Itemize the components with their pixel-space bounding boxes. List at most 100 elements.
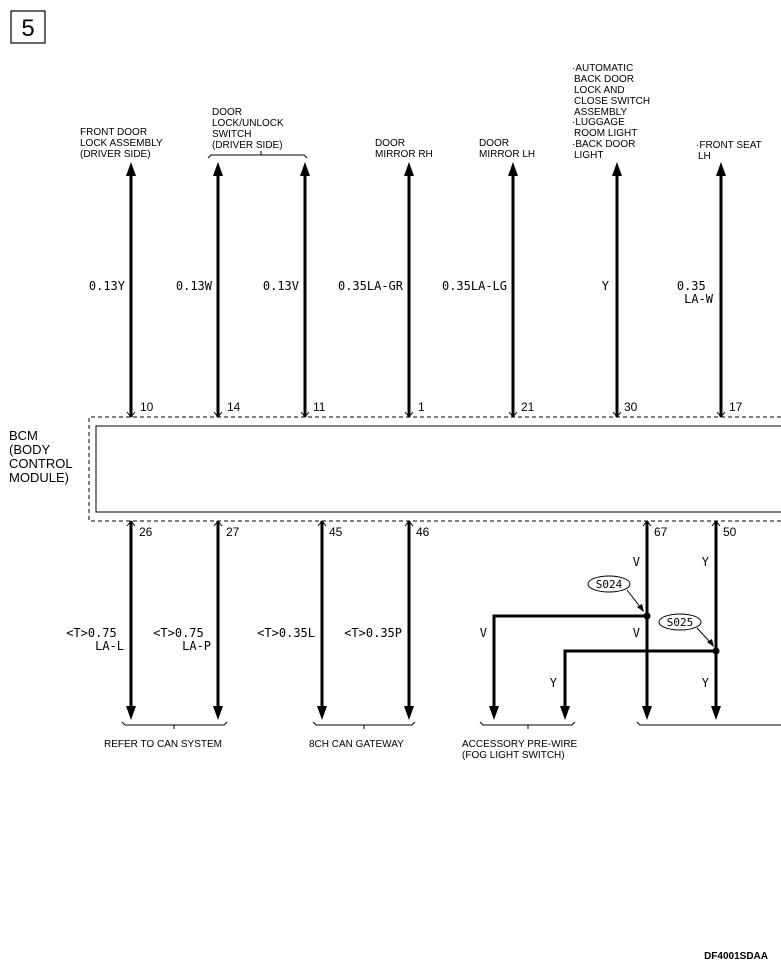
terminal-mark	[404, 520, 414, 527]
bcm-inner-box	[95, 425, 781, 513]
dest-label-back-door: ·AUTOMATIC BACK DOOR LOCK AND CLOSE SWIT…	[572, 63, 653, 161]
wire-label: 0.13W	[176, 279, 213, 293]
wire-label: <T>0.75 LA-P	[153, 626, 211, 653]
wire-label: V	[633, 555, 640, 569]
arrow-up-icon	[716, 162, 726, 176]
wire-label-line: LA-W	[684, 292, 714, 306]
page-number-box	[10, 10, 46, 44]
wire-label: <T>0.35L	[257, 626, 315, 640]
terminal-mark	[317, 520, 327, 527]
group-label-can-system: REFER TO CAN SYSTEM	[104, 739, 222, 750]
pin-number: 67	[654, 525, 668, 539]
bottom-terminals	[126, 520, 721, 527]
wire-label: <T>0.35P	[344, 626, 402, 640]
arrow-up-icon	[126, 162, 136, 176]
group-label-can-gateway: 8CH CAN GATEWAY	[309, 739, 404, 750]
pin-number: 46	[416, 525, 430, 539]
dest-label-door-lock-switch: DOOR LOCK/UNLOCK SWITCH (DRIVER SIDE)	[212, 107, 286, 151]
bcm-label: BCM (BODY CONTROL MODULE)	[9, 428, 76, 485]
wire-label: Y	[602, 279, 610, 293]
bcm-label-line: CONTROL	[9, 456, 72, 471]
wire-label: Y	[550, 676, 558, 690]
arrow-down-icon	[711, 706, 721, 720]
pin-number: 11	[313, 400, 326, 414]
group-label-accessory: ACCESSORY PRE-WIRE (FOG LIGHT SWITCH)	[462, 739, 580, 761]
splice-label-s025: S025	[667, 616, 694, 629]
splice-label-s024: S024	[596, 578, 623, 591]
bcm-label-line: (BODY	[9, 442, 51, 457]
pin-number: 30	[624, 400, 638, 414]
wire-label: <T>0.75 LA-L	[66, 626, 124, 653]
arrow-down-icon	[404, 706, 414, 720]
terminal-mark	[404, 411, 414, 418]
splice-label-s025-outline	[658, 613, 702, 631]
terminal-mark	[126, 520, 136, 527]
bcm-label-line: BCM	[9, 428, 38, 443]
pin-number: 50	[723, 525, 737, 539]
pin-number: 26	[139, 525, 153, 539]
dest-label-mirror-lh: DOOR MIRROR LH	[479, 138, 535, 160]
wire-label: Y	[702, 555, 710, 569]
top-wires	[129, 172, 723, 417]
group-bracket	[636, 721, 781, 726]
arrow-down-icon	[489, 706, 499, 720]
dest-label-front-door-lock: FRONT DOOR LOCK ASSEMBLY (DRIVER SIDE)	[80, 127, 165, 160]
arrow-down-icon	[126, 706, 136, 720]
dest-label-mirror-rh: DOOR MIRROR RH	[375, 138, 433, 160]
splice-leader-arrow	[637, 604, 644, 612]
bottom-wires	[129, 521, 718, 710]
terminal-mark	[213, 411, 223, 418]
wire-label: Y	[702, 676, 710, 690]
pin-number: 1	[418, 400, 425, 414]
splice-label-s024-outline	[587, 575, 631, 593]
arrow-up-icon	[300, 162, 310, 176]
pin-number: 14	[227, 400, 241, 414]
arrow-up-icon	[213, 162, 223, 176]
pin-number: 27	[226, 525, 240, 539]
terminal-mark	[300, 411, 310, 418]
terminal-mark	[711, 520, 721, 527]
branch-y	[563, 649, 716, 710]
wire-label: 0.35LA-GR	[338, 279, 404, 293]
pin-number: 10	[140, 400, 154, 414]
wire-label: 0.35LA-LG	[442, 279, 507, 293]
terminal-mark	[612, 411, 622, 418]
dest-label-front-seat: ·FRONT SEAT LH	[696, 140, 764, 162]
terminal-mark	[126, 411, 136, 418]
splice-leader	[626, 589, 642, 609]
wire-label: 0.13V	[263, 279, 299, 293]
arrow-down-icon	[213, 706, 223, 720]
terminal-mark	[642, 520, 652, 527]
branch-v	[492, 614, 647, 710]
bottom-arrows	[126, 706, 721, 720]
pin-number: 17	[729, 400, 743, 414]
wire-label: V	[480, 626, 487, 640]
splice-leader-arrow	[707, 639, 714, 647]
group-bracket	[479, 721, 576, 726]
terminal-mark	[213, 520, 223, 527]
group-bracket	[207, 154, 308, 159]
terminal-mark	[716, 411, 726, 418]
arrow-up-icon	[404, 162, 414, 176]
wire-label: 0.35 LA-W	[677, 279, 714, 306]
arrow-down-icon	[642, 706, 652, 720]
page-number: 5	[21, 15, 34, 42]
pin-number: 45	[329, 525, 343, 539]
terminal-mark	[508, 411, 518, 418]
diagram-code: DF4001SDAA	[704, 951, 768, 962]
wire-label: V	[633, 626, 640, 640]
arrow-up-icon	[612, 162, 622, 176]
bcm-outer-dashed-box	[88, 416, 781, 522]
arrow-down-icon	[317, 706, 327, 720]
top-terminals	[126, 411, 726, 418]
arrow-up-icon	[508, 162, 518, 176]
wire-label-line: 0.35	[677, 279, 706, 293]
splice-leader	[696, 627, 712, 644]
bcm-label-line: MODULE)	[9, 470, 69, 485]
wire-label: 0.13Y	[89, 279, 126, 293]
arrow-down-icon	[560, 706, 570, 720]
group-bracket	[312, 721, 416, 726]
top-arrows	[126, 162, 726, 176]
splice-dot	[712, 647, 720, 655]
